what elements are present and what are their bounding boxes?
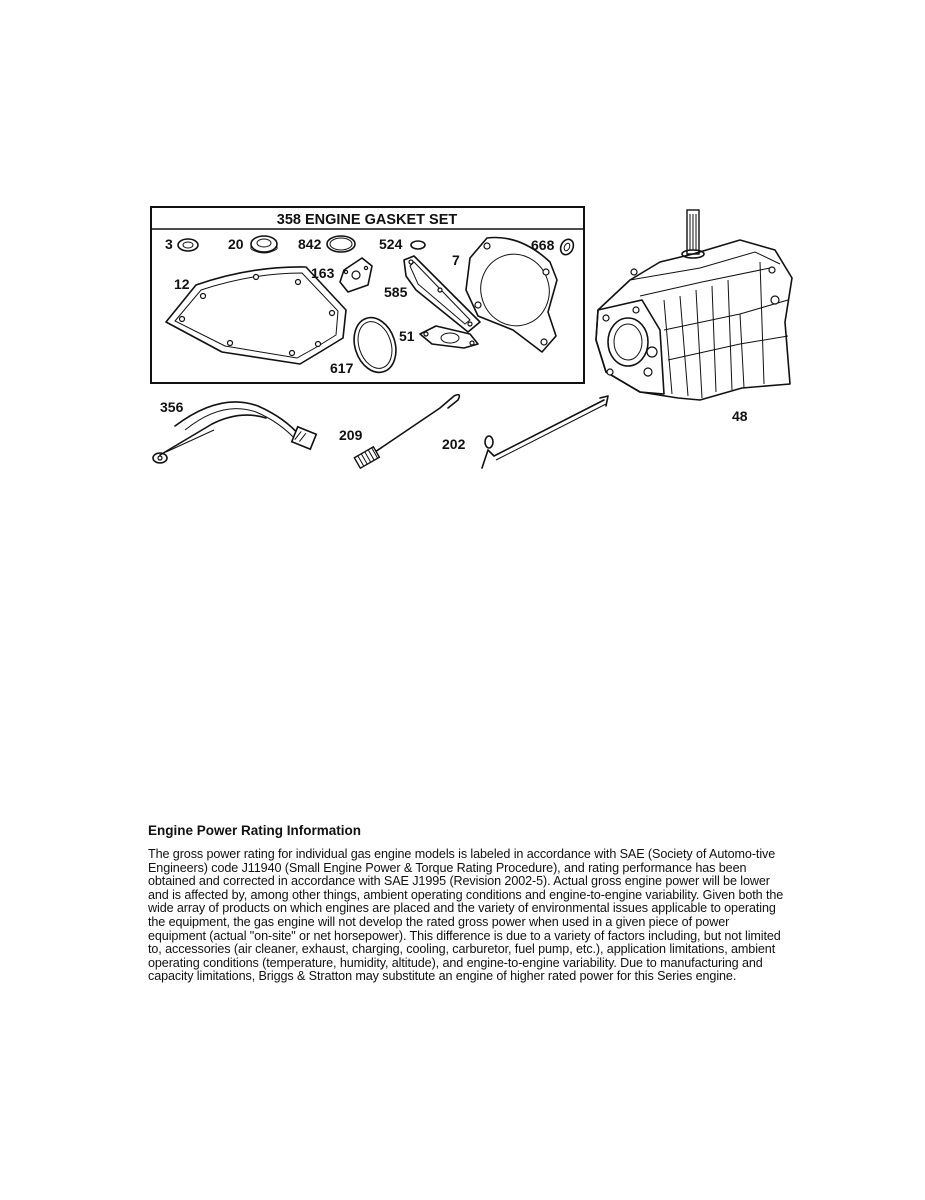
part-163-gasket: 163 bbox=[311, 257, 373, 293]
engine-power-rating-section: Engine Power Rating Information The gros… bbox=[148, 823, 788, 984]
part-617-ring: 617 bbox=[330, 316, 397, 376]
parts-diagram: 358 ENGINE GASKET SET 3 20 842 524 668 1… bbox=[150, 206, 793, 470]
callout-3: 3 bbox=[165, 236, 173, 252]
callout-668: 668 bbox=[531, 237, 555, 253]
part-524-ring: 524 bbox=[379, 236, 426, 252]
part-842-o-ring: 842 bbox=[298, 235, 356, 253]
callout-356: 356 bbox=[160, 399, 184, 415]
gasket-set-title: 358 ENGINE GASKET SET bbox=[277, 212, 458, 228]
callout-585: 585 bbox=[384, 284, 408, 300]
callout-524: 524 bbox=[379, 236, 403, 252]
callout-202: 202 bbox=[442, 436, 466, 452]
gasket-set-box: 358 ENGINE GASKET SET bbox=[150, 206, 585, 384]
callout-163: 163 bbox=[311, 265, 335, 281]
part-209-spring: 209 bbox=[339, 393, 461, 470]
callout-7: 7 bbox=[452, 252, 460, 268]
callout-20: 20 bbox=[228, 236, 244, 252]
callout-842: 842 bbox=[298, 236, 322, 252]
callout-51: 51 bbox=[399, 328, 415, 344]
part-356-wire: 356 bbox=[152, 399, 318, 464]
part-3-washer: 3 bbox=[165, 236, 199, 252]
callout-209: 209 bbox=[339, 427, 363, 443]
part-48-engine-block: 48 bbox=[595, 209, 793, 424]
part-20-seal: 20 bbox=[228, 235, 278, 254]
part-202-link: 202 bbox=[442, 395, 609, 469]
part-7-head-gasket: 7 bbox=[452, 236, 558, 353]
callout-48: 48 bbox=[732, 408, 748, 424]
callout-617: 617 bbox=[330, 360, 354, 376]
callout-12: 12 bbox=[174, 276, 190, 292]
section-body: The gross power rating for individual ga… bbox=[148, 847, 784, 984]
part-668-washer: 668 bbox=[531, 237, 575, 256]
part-12-crankcase-gasket: 12 bbox=[165, 266, 347, 365]
part-51-gasket: 51 bbox=[399, 325, 479, 349]
section-heading: Engine Power Rating Information bbox=[148, 823, 362, 838]
part-585-gasket: 585 bbox=[384, 255, 481, 333]
